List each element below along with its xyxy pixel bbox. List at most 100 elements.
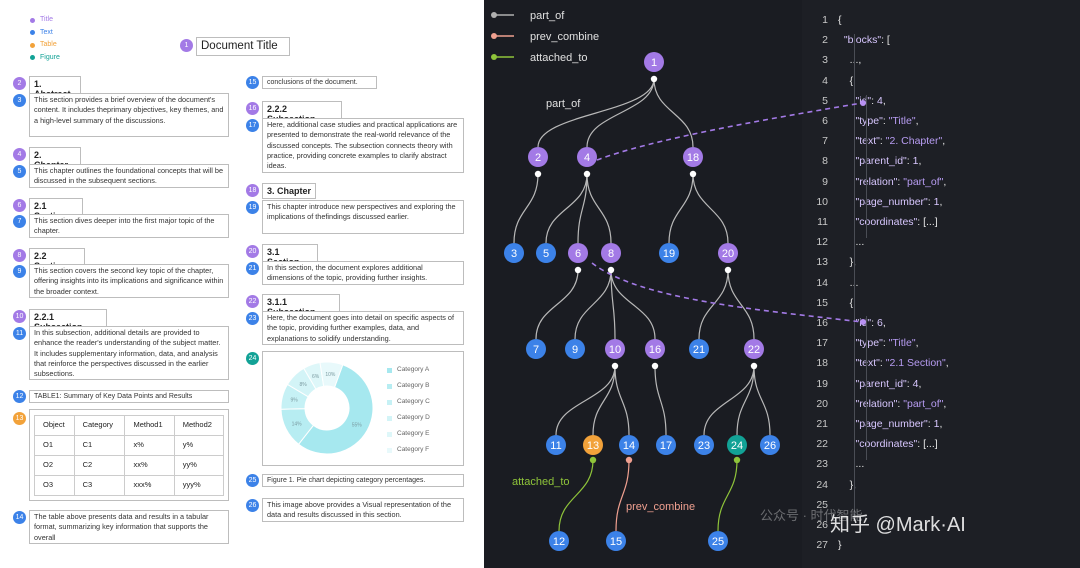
conclusions-text: conclusions of the document. [262, 76, 377, 89]
graph-node-7[interactable] [526, 339, 546, 359]
table-cell: O3 [34, 475, 75, 496]
edge-part-of [698, 269, 729, 340]
edge-part-of [537, 78, 655, 148]
graph-node-24[interactable] [727, 435, 747, 455]
graph-node-label: 14 [623, 440, 635, 452]
legend-figure: Figure [30, 52, 60, 65]
graph-node-1[interactable] [644, 52, 664, 72]
edge-source-dot [625, 456, 633, 464]
graph-node-label: 10 [609, 344, 621, 356]
graph-node-15[interactable] [606, 531, 626, 551]
edge-attached-to [558, 459, 594, 532]
pie-slice-label: 55% [352, 423, 363, 429]
graph-node-5[interactable] [536, 243, 556, 263]
line-number: 8 [822, 155, 828, 168]
table-cell: O1 [34, 435, 75, 456]
table-cell: C2 [73, 455, 126, 476]
graph-legend-dot [491, 33, 497, 39]
graph-node-6[interactable] [568, 243, 588, 263]
node-anchor-dot [611, 362, 619, 370]
node-anchor-dot [583, 170, 591, 178]
pie-chart-figure: 55%14%9%8%6%10% Category A Category B Cate… [262, 351, 464, 466]
edge-part-of [555, 365, 616, 436]
table-summary-text: The table above presents data and result… [29, 510, 229, 544]
table-caption: TABLE1: Summary of Key Data Points and R… [29, 390, 229, 403]
code-line: "page_number": 1, [855, 195, 943, 208]
graph-node-17[interactable] [656, 435, 676, 455]
graph-node-9[interactable] [565, 339, 585, 359]
watermark: 知乎 @Mark·AI [830, 514, 966, 536]
block-badge-7: 7 [13, 215, 26, 228]
block-badge-21: 21 [246, 262, 259, 275]
graph-node-21[interactable] [689, 339, 709, 359]
graph-node-label: 15 [610, 536, 622, 548]
code-line: "relation": "part_of", [855, 397, 947, 410]
graph-legend-label: attached_to [530, 52, 588, 64]
graph-node-13[interactable] [583, 435, 603, 455]
pie-chart-svg: 55%14%9%8%6%10% [280, 361, 374, 455]
block-badge-8: 8 [13, 249, 26, 262]
graph-node-22[interactable] [744, 339, 764, 359]
line-number: 14 [816, 276, 828, 289]
graph-node-19[interactable] [659, 243, 679, 263]
code-line: { [838, 14, 842, 26]
graph-node-14[interactable] [619, 435, 639, 455]
line-number: 26 [816, 519, 828, 531]
graph-node-label: 2 [535, 152, 541, 164]
edge-part-of [574, 269, 612, 340]
edge-part-of [654, 365, 667, 436]
graph-node-11[interactable] [546, 435, 566, 455]
table-cell: C1 [73, 435, 126, 456]
code-line: "coordinates": [...] [855, 216, 938, 228]
graph-node-label: 1 [651, 57, 657, 69]
chapter-3-text: This chapter introduce new perspectives … [262, 200, 464, 234]
legend-label: Category A [397, 366, 430, 373]
graph-node-16[interactable] [645, 339, 665, 359]
code-line: { [838, 296, 854, 309]
line-number: 7 [822, 135, 828, 148]
table-row: O3 C3 xxx% yyy% [34, 475, 225, 496]
line-number: 1 [822, 14, 828, 26]
legend-label: Category B [397, 382, 430, 389]
graph-node-4[interactable] [577, 147, 597, 167]
graph-node-label: 12 [553, 536, 565, 548]
graph-node-12[interactable] [549, 531, 569, 551]
table-cell: yyy% [173, 475, 225, 496]
block-badge-17: 17 [246, 119, 259, 132]
graph-node-23[interactable] [694, 435, 714, 455]
code-line: "type": "Title", [855, 337, 919, 350]
edge-part-of [753, 365, 771, 436]
table-cell: O2 [34, 455, 75, 476]
legend-label: Category C [397, 398, 430, 405]
graph-node-3[interactable] [504, 243, 524, 263]
graph-node-label: 7 [533, 344, 539, 356]
graph-node-label: 13 [587, 440, 599, 452]
block-badge-26: 26 [246, 499, 259, 512]
graph-node-8[interactable] [601, 243, 621, 263]
heading-chapter-3: 3. Chapter [262, 183, 316, 199]
graph-node-26[interactable] [760, 435, 780, 455]
edge-label: part_of [546, 98, 581, 110]
table-header-cell: Category [73, 415, 126, 436]
graph-node-2[interactable] [528, 147, 548, 167]
pie-slice [319, 361, 344, 388]
graph-node-10[interactable] [605, 339, 625, 359]
edge-label: prev_combine [626, 501, 695, 513]
section-2-2-text: This section covers the second key topic… [29, 264, 229, 298]
graph-node-25[interactable] [708, 531, 728, 551]
graph-node-label: 17 [660, 440, 672, 452]
pie-legend-item: Category C [387, 394, 430, 410]
line-number: 13 [816, 256, 828, 269]
block-badge-12: 12 [13, 390, 26, 403]
line-number: 9 [822, 175, 828, 188]
graph-node-20[interactable] [718, 243, 738, 263]
chapter-2-text: This chapter outlines the foundational c… [29, 164, 229, 188]
code-line: "relation": "part_of", [855, 175, 947, 188]
line-number: 22 [816, 438, 828, 451]
table-cell: xx% [124, 455, 175, 476]
legend-swatch [387, 447, 392, 453]
line-number: 23 [816, 458, 828, 471]
graph-node-label: 20 [722, 248, 734, 260]
